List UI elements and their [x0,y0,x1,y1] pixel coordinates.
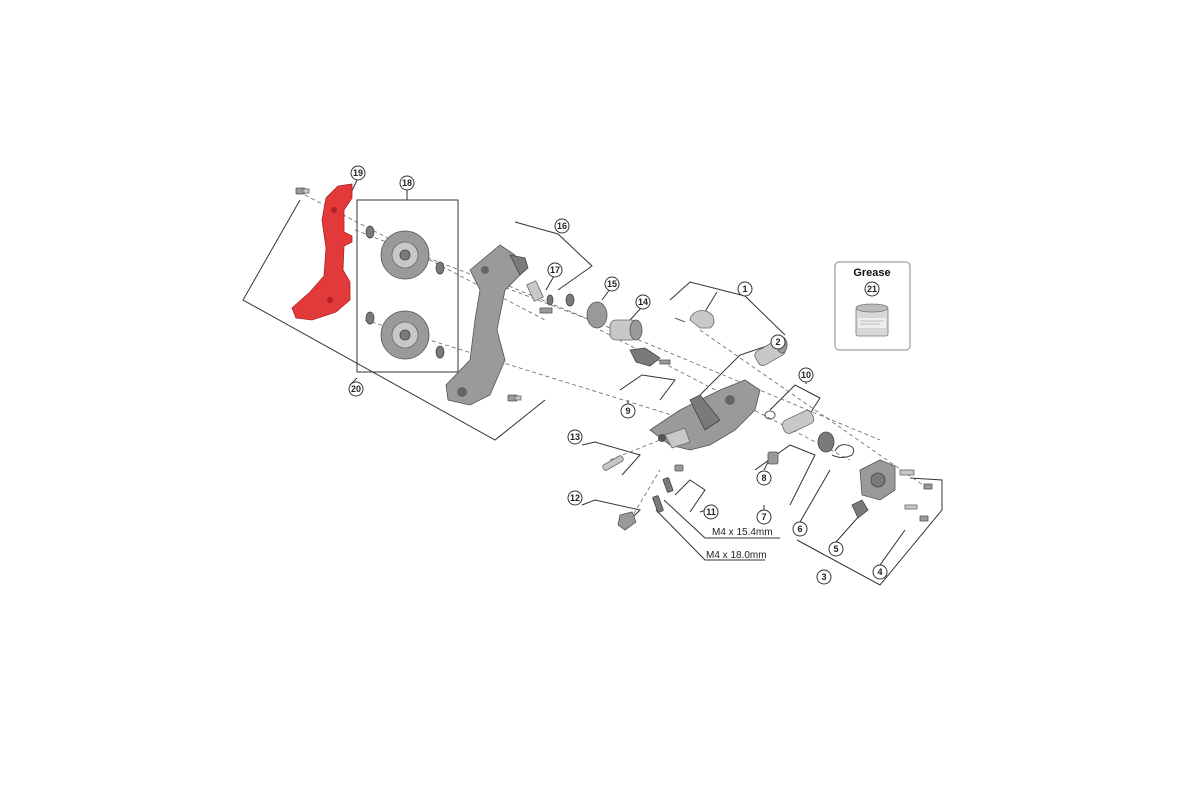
callout-1[interactable]: 1 [737,281,753,297]
svg-text:19: 19 [353,168,363,178]
callout-8[interactable]: 8 [756,470,772,486]
part-7-8-clutch[interactable] [767,431,855,465]
svg-text:18: 18 [402,178,412,188]
callout-19[interactable]: 19 [350,165,366,181]
callout-9[interactable]: 9 [620,403,636,419]
svg-text:14: 14 [638,297,648,307]
callout-18[interactable]: 18 [399,175,415,191]
callout-5[interactable]: 5 [828,541,844,557]
svg-text:M4 x 15.4mm: M4 x 15.4mm [712,527,773,538]
callout-21[interactable]: 21 [864,281,880,297]
svg-text:9: 9 [625,406,630,416]
svg-text:2: 2 [775,337,780,347]
main-derailleur-body [649,379,761,451]
svg-text:8: 8 [761,473,766,483]
leader-lines [242,179,943,586]
bolt-upper [295,187,310,195]
grease-box[interactable]: Grease 21 [834,261,911,351]
svg-text:4: 4 [877,567,882,577]
lower-pulley [380,310,430,360]
callout-2[interactable]: 2 [770,334,786,350]
svg-text:13: 13 [570,432,580,442]
part-3-4-5-cover[interactable] [851,459,933,522]
svg-text:11: 11 [706,507,716,517]
part-12-bolt[interactable] [617,511,637,531]
callout-14[interactable]: 14 [635,294,651,310]
svg-text:7: 7 [761,512,766,522]
part-18-pulleys[interactable] [365,225,445,360]
svg-text:15: 15 [607,279,617,289]
callout-4[interactable]: 4 [872,564,888,580]
svg-text:20: 20 [351,384,361,394]
part-1-spring[interactable] [674,310,715,329]
svg-text:21: 21 [867,284,877,294]
outer-cage-plate [445,244,529,406]
callout-7[interactable]: 7 [756,509,772,525]
svg-text:M4 x 18.0mm: M4 x 18.0mm [706,550,767,561]
spec-label-b: M4 x 18.0mm [706,550,767,561]
svg-text:17: 17 [550,265,560,275]
upper-pulley [380,230,430,280]
callout-17[interactable]: 17 [547,262,563,278]
part-14-bushing[interactable] [609,319,643,341]
svg-text:10: 10 [801,370,811,380]
bolt-lower [507,394,522,402]
callout-13[interactable]: 13 [567,429,583,445]
part-10-axle[interactable] [764,409,815,435]
callout-15[interactable]: 15 [604,276,620,292]
callout-3[interactable]: 3 [816,569,832,585]
grease-title: Grease [853,267,890,279]
svg-text:3: 3 [821,572,826,582]
grease-tin-icon [855,303,889,337]
callout-6[interactable]: 6 [792,521,808,537]
callout-12[interactable]: 12 [567,490,583,506]
part-13-bolt[interactable] [602,455,624,471]
svg-text:5: 5 [833,544,838,554]
svg-text:1: 1 [742,284,747,294]
svg-text:6: 6 [797,524,802,534]
spec-label-a: M4 x 15.4mm [712,527,773,538]
callout-11[interactable]: 11 [703,504,719,520]
part-9-lever[interactable] [629,347,671,367]
part-11-screws[interactable] [652,464,684,513]
part-15-ring[interactable] [586,301,608,329]
callout-16[interactable]: 16 [554,218,570,234]
svg-text:12: 12 [570,493,580,503]
part-19-inner-plate[interactable] [291,183,353,321]
callout-20[interactable]: 20 [348,381,364,397]
part-16-17-pin[interactable] [526,280,575,314]
svg-text:16: 16 [557,221,567,231]
callout-10[interactable]: 10 [798,367,814,383]
